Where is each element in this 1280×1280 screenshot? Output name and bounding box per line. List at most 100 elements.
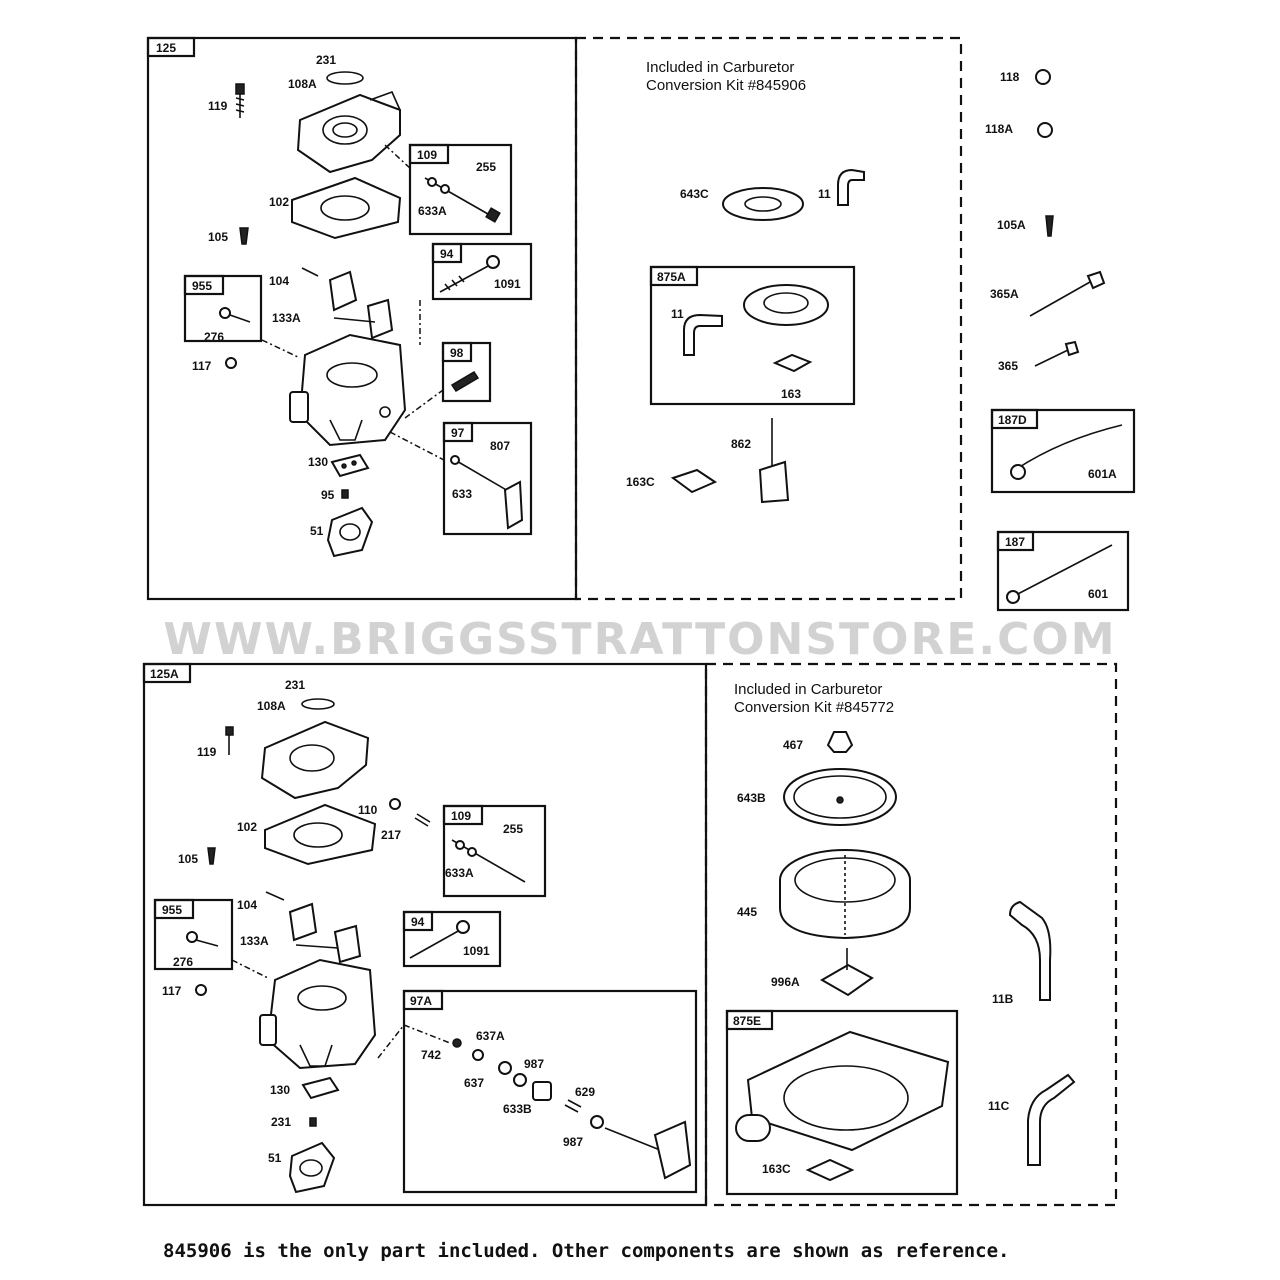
label-633: 633	[452, 487, 472, 501]
bracket-996A	[819, 948, 874, 997]
label-467: 467	[783, 738, 803, 752]
gasket-102-b	[264, 803, 377, 866]
watermark: WWW.BRIGGSSTRATTONSTORE.COM	[163, 614, 1116, 665]
pin-104	[301, 267, 319, 277]
tag-955: 955	[192, 279, 212, 293]
label-11C: 11C	[988, 1099, 1010, 1113]
gasket-163	[772, 353, 813, 373]
label-231-b2: 231	[271, 1115, 291, 1129]
label-51: 51	[310, 524, 324, 538]
screw-119	[235, 83, 245, 118]
label-231: 231	[316, 53, 336, 67]
label-276-b: 276	[173, 955, 193, 969]
tag-box-94	[431, 242, 463, 264]
bolt-365A	[1029, 270, 1106, 317]
label-217: 217	[381, 828, 401, 842]
tag-box-955	[183, 274, 225, 296]
kit-bottom-line1: Included in Carburetor	[734, 681, 882, 698]
needle-valve-109-b	[451, 839, 526, 883]
tag-box-875A	[649, 265, 699, 287]
box-875E	[725, 1009, 959, 1196]
kit-top-line2: Conversion Kit #845906	[646, 77, 806, 94]
box-187D	[990, 408, 1136, 494]
kit-top-line1: Included in Carburetor	[646, 59, 794, 76]
tag-125A: 125A	[150, 667, 179, 681]
label-445: 445	[737, 905, 757, 919]
tag-187: 187	[1005, 535, 1025, 549]
gasket-130-b	[301, 1076, 340, 1100]
kit-bottom-line2: Conversion Kit #845772	[734, 699, 894, 716]
tag-box-875E	[725, 1009, 774, 1031]
box-94-b	[402, 910, 502, 968]
tag-box-98	[441, 341, 473, 363]
label-637: 637	[464, 1076, 484, 1090]
tag-box-109	[408, 143, 450, 165]
idle-screw-94	[439, 255, 500, 293]
label-108A: 108A	[288, 77, 317, 91]
label-130-b: 130	[270, 1083, 290, 1097]
label-102-b: 102	[237, 820, 257, 834]
tag-875A: 875A	[657, 270, 686, 284]
carb-top-cover	[296, 90, 401, 174]
tag-box-109-b	[442, 804, 484, 826]
tag-box-94-b	[402, 910, 434, 932]
tube-11B	[1008, 900, 1052, 1001]
carb-top-cover-b	[260, 720, 370, 800]
nut-118A	[1037, 122, 1053, 138]
tag-box-97	[442, 421, 474, 443]
fuel-line-187D	[1010, 424, 1123, 480]
label-255: 255	[476, 160, 496, 174]
float-133A-b	[288, 902, 362, 964]
label-51-b: 51	[268, 1151, 282, 1165]
label-1091: 1091	[494, 277, 521, 291]
air-base-875E	[735, 1030, 950, 1152]
box-97	[442, 421, 533, 536]
gasket-163C	[670, 468, 718, 494]
tube-11C	[1027, 1073, 1076, 1166]
label-163C: 163C	[626, 475, 655, 489]
elbow-11-kit	[683, 313, 723, 356]
tag-box-187D	[990, 408, 1039, 430]
carb-body	[289, 333, 407, 447]
label-117-b: 117	[162, 984, 182, 998]
needle-valve-109	[424, 177, 501, 223]
gasket-108A	[326, 71, 364, 85]
label-105A: 105A	[997, 218, 1026, 232]
label-119: 119	[208, 99, 228, 113]
label-163C-b: 163C	[762, 1162, 791, 1176]
box-109	[408, 143, 513, 236]
screw-119-b	[225, 726, 234, 755]
panel-125A	[142, 662, 708, 1207]
nut-117-b	[195, 984, 207, 996]
label-601: 601	[1088, 587, 1108, 601]
label-255-b: 255	[503, 822, 523, 836]
nut-467	[826, 731, 854, 753]
label-633B: 633B	[503, 1102, 532, 1116]
bracket-862	[758, 418, 790, 504]
screw-955-b	[186, 931, 219, 947]
label-133A: 133A	[272, 311, 301, 325]
idle-screw-94-b	[409, 920, 470, 959]
adapter-875A	[743, 284, 829, 326]
pin-104-b	[265, 891, 285, 901]
tag-98: 98	[450, 346, 464, 360]
label-105: 105	[208, 230, 228, 244]
washer-110	[389, 798, 401, 810]
label-105-b: 105	[178, 852, 198, 866]
spring-217	[414, 813, 431, 827]
label-601A: 601A	[1088, 467, 1117, 481]
gasket-51-b	[288, 1141, 336, 1194]
bolt-365	[1034, 340, 1080, 367]
panel-125	[146, 36, 578, 601]
gasket-102	[291, 176, 402, 240]
label-987-a: 987	[524, 1057, 544, 1071]
label-133A-b: 133A	[240, 934, 269, 948]
label-104: 104	[269, 274, 289, 288]
label-104-b: 104	[237, 898, 257, 912]
label-629: 629	[575, 1085, 595, 1099]
label-130: 130	[308, 455, 328, 469]
label-95: 95	[321, 488, 335, 502]
label-231-b: 231	[285, 678, 305, 692]
box-109-b	[442, 804, 547, 898]
label-633A-b: 633A	[445, 866, 474, 880]
